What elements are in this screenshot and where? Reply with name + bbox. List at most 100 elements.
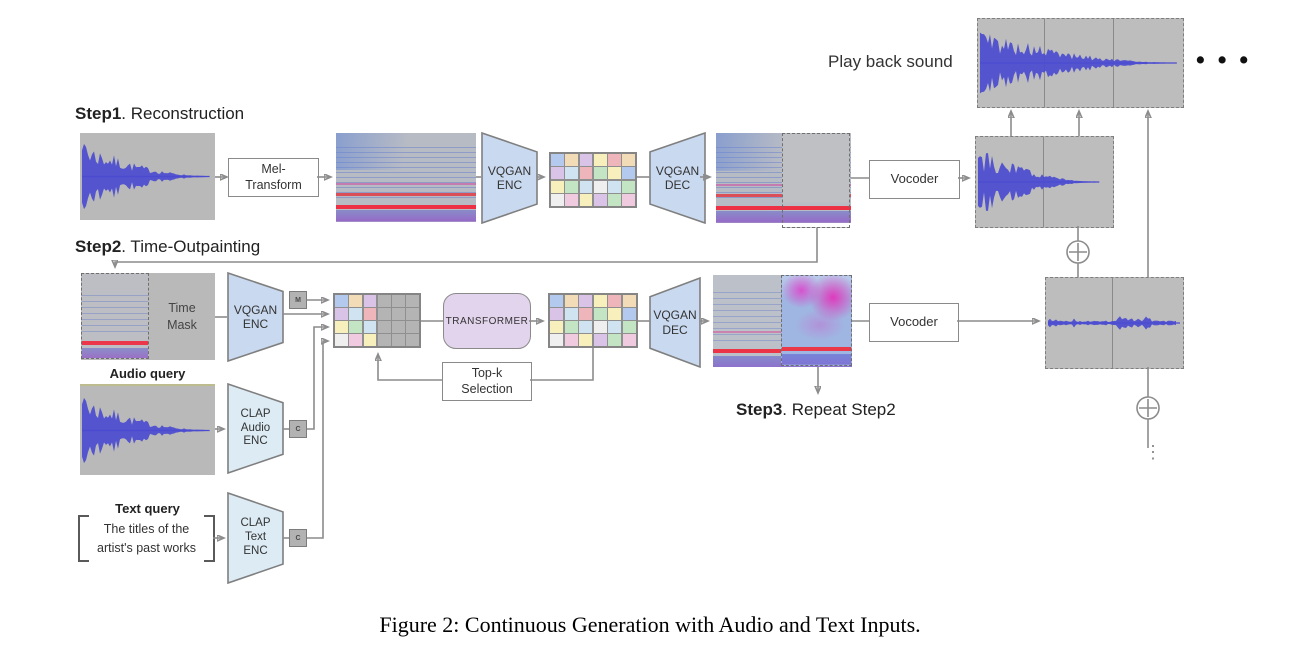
token-cell (622, 180, 635, 193)
vqgan-dec2-label-2: DEC (662, 322, 688, 337)
timemask-input-image: Time Mask (81, 273, 215, 360)
time-mask-label-2: Mask (167, 317, 197, 332)
token-cell (622, 334, 636, 346)
token-cell (565, 167, 578, 180)
token-cell (622, 154, 635, 166)
token-cell (579, 180, 593, 193)
clap-audio-label-2: Audio (240, 421, 271, 434)
token-cell (579, 334, 593, 346)
vocoder-box-step1: Vocoder (869, 160, 960, 199)
topk-label-1: Top-k (471, 365, 503, 380)
vocoder-label-step2: Vocoder (890, 314, 938, 330)
token-cell (349, 308, 362, 320)
clap-audio-label-1: CLAP (240, 407, 271, 420)
figure-caption: Figure 2: Continuous Generation with Aud… (379, 612, 921, 637)
line-grid2-to-topk (530, 348, 594, 381)
token-cell (349, 295, 362, 307)
outpaint-region-step2 (781, 275, 852, 366)
token-cell (608, 167, 621, 180)
token-cell (565, 154, 578, 166)
token-cell (377, 334, 391, 346)
sum-node-1-plus-icon (1069, 243, 1087, 261)
token-cell (593, 194, 607, 206)
token-cell (392, 308, 405, 320)
mel-transform-box: Mel- Transform (228, 158, 319, 197)
step3-heading-bold: Step3 (736, 400, 783, 419)
sum-node-1 (1066, 240, 1090, 264)
token-cell (565, 180, 578, 193)
text-query-label: Text query (115, 501, 180, 516)
token-cell (551, 154, 564, 166)
transformer-box: TRANSFORMER (443, 293, 531, 349)
token-cell (579, 295, 593, 307)
token-cell (622, 308, 636, 320)
token-cell (608, 194, 621, 206)
waveform-graphic (82, 397, 210, 464)
mel-spectrogram-image (336, 133, 476, 222)
vocoder-box-step2: Vocoder (869, 303, 959, 342)
token-cell (406, 334, 419, 346)
waveform-graphic (980, 32, 1177, 94)
token-cell (550, 295, 564, 307)
token-cell (593, 154, 607, 166)
token-cell (608, 308, 622, 320)
step3-heading-rest: . Repeat Step2 (782, 400, 896, 419)
waveform-graphic (82, 143, 210, 210)
token-cell (564, 295, 578, 307)
token-cell (579, 321, 593, 333)
waveform-graphic (978, 153, 1100, 211)
clap-audio-label-3: ENC (243, 435, 268, 448)
clap-text-label-2: Text (244, 531, 267, 544)
step2-heading-bold: Step2 (75, 237, 122, 256)
token-cell (349, 321, 362, 333)
token-cell (377, 308, 391, 320)
outpainted-spectrogram-image (713, 275, 852, 367)
token-grid-step1 (549, 152, 637, 208)
token-cell (564, 321, 578, 333)
encoder-trapezoid-shape (482, 133, 537, 223)
token-cell (593, 167, 607, 180)
step1-heading-rest: . Reconstruction (121, 104, 245, 123)
token-cell (551, 194, 564, 206)
token-cell (335, 295, 348, 307)
continuation-dots: • • • (1196, 46, 1252, 74)
condition-chip-text-label: C (295, 534, 301, 542)
topk-label-2: Selection (461, 381, 513, 396)
token-cell (565, 194, 578, 206)
vertical-ellipsis: ⋮ (1144, 442, 1162, 462)
token-cell (579, 167, 593, 180)
token-cell (377, 295, 391, 307)
audio-query-waveform-image (80, 384, 215, 475)
token-cell (392, 334, 405, 346)
token-cell (593, 295, 607, 307)
token-cell (406, 321, 419, 333)
token-cell (392, 295, 405, 307)
clap-audio-trapezoid-shape (228, 384, 283, 473)
token-cell (335, 334, 348, 346)
mel-transform-label-2: Transform (245, 177, 302, 192)
playback-waveform (978, 19, 1183, 107)
token-cell (550, 308, 564, 320)
timemask-known-spectrogram (81, 273, 149, 359)
token-cell (335, 321, 348, 333)
token-cell (551, 180, 564, 193)
token-cell (622, 194, 635, 206)
vocoder-label-step1: Vocoder (890, 171, 939, 187)
token-cell (622, 321, 636, 333)
condition-token-chip-audio: C (289, 420, 307, 438)
token-cell (550, 321, 564, 333)
vqgan-enc2-label-2: ENC (242, 317, 269, 331)
token-cell (363, 295, 377, 307)
masked-token-grid (333, 293, 421, 348)
token-cell (564, 308, 578, 320)
token-cell (593, 180, 607, 193)
arrow-textchip-to-maskedgrid (307, 341, 327, 539)
token-cell (551, 167, 564, 180)
playback-label: Play back sound (828, 52, 953, 71)
token-cell (335, 308, 348, 320)
vqgan-enc2-label-1: VQGAN (233, 302, 278, 317)
arrow-topk-to-maskedgrid (378, 355, 442, 381)
